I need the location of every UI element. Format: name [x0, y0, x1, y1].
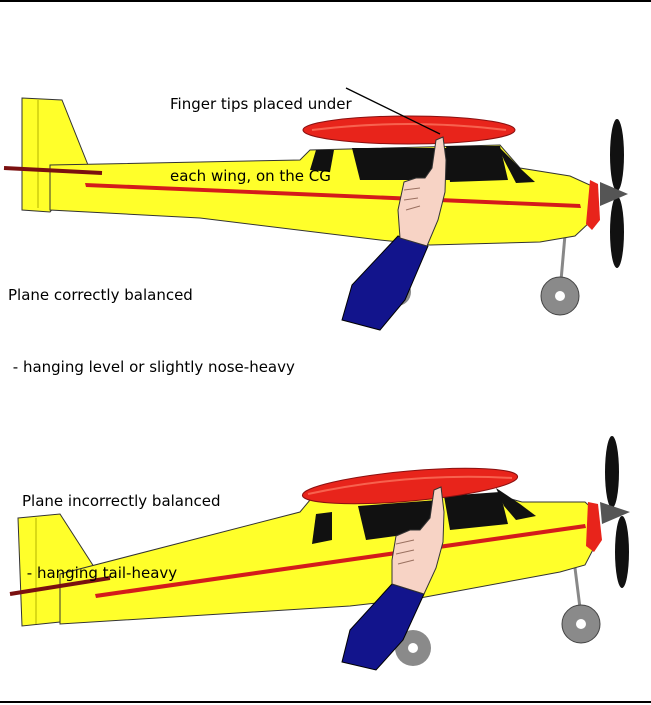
cg-pointer-line: [345, 87, 441, 135]
spinner: [600, 502, 630, 524]
hand: [397, 136, 447, 247]
wheel-hub: [576, 619, 586, 629]
side-window: [352, 148, 452, 180]
propeller-blade-bottom: [615, 516, 629, 588]
rear-window: [310, 150, 334, 172]
rear-window: [312, 512, 332, 544]
plane-correctly-balanced: [3, 87, 628, 331]
spinner: [600, 182, 628, 206]
windshield: [498, 146, 535, 183]
horizontal-stabilizer: [3, 166, 103, 175]
horizontal-stabilizer: [9, 576, 111, 596]
cg-callout: Finger tips placed under each wing, on t…: [170, 44, 352, 236]
nose-cowl: [586, 502, 602, 552]
cg-callout-line-2: each wing, on the CG: [170, 167, 331, 185]
fuselage-stripe: [95, 524, 586, 598]
tail-heavy-line-2: - hanging tail-heavy: [22, 564, 178, 582]
front-window: [444, 492, 508, 530]
wheel-hub: [555, 291, 565, 301]
propeller-blade-top: [605, 436, 619, 508]
sleeve: [341, 235, 429, 331]
top-rule: [0, 0, 651, 2]
correctly-balanced-line-1: Plane correctly balanced: [8, 286, 193, 304]
hand: [391, 486, 445, 595]
nose-cowl: [586, 180, 600, 230]
front-window: [446, 146, 508, 182]
propeller-blade-top: [610, 119, 624, 191]
plane-incorrectly-balanced: [9, 436, 630, 671]
windshield: [496, 488, 536, 520]
fuselage-stripe: [85, 183, 581, 208]
propeller-blade-bottom: [610, 196, 624, 268]
wing: [302, 115, 516, 145]
tail-heavy-line-1: Plane incorrectly balanced: [22, 492, 221, 510]
cg-callout-line-1: Finger tips placed under: [170, 95, 352, 113]
bottom-rule: [0, 701, 651, 703]
correctly-balanced-label: Plane correctly balanced - hanging level…: [8, 235, 295, 427]
correctly-balanced-line-2: - hanging level or slightly nose-heavy: [8, 358, 295, 376]
tail-heavy-label: Plane incorrectly balanced - hanging tai…: [22, 441, 221, 633]
